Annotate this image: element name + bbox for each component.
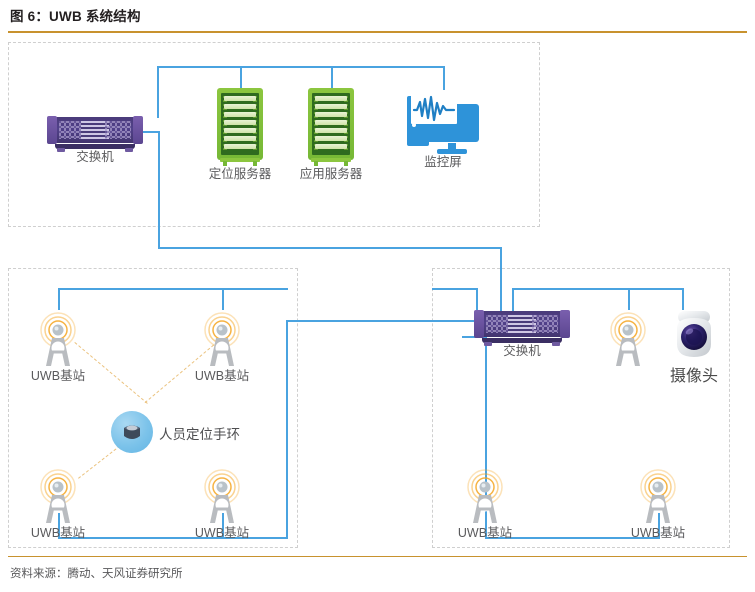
link-top-bus: [157, 66, 445, 68]
link-right-zone-switch-inport-a: [432, 288, 478, 290]
link-left-anchor-tl-riser: [58, 288, 60, 310]
link-switch-top-riser: [157, 66, 159, 118]
node-label-uwb-left-br: UWB基站: [194, 526, 250, 540]
network-switch-icon: [47, 115, 143, 152]
node-label-monitor: 监控屏: [424, 155, 462, 169]
uwb-anchor-icon: [194, 465, 250, 525]
node-monitor[interactable]: 监控屏: [388, 90, 498, 170]
node-uwb-left-tr[interactable]: UWB基站: [194, 308, 250, 384]
link-app-server-riser: [331, 66, 333, 90]
link-monitor-riser: [443, 66, 445, 90]
node-label-camera: 摄像头: [669, 368, 718, 385]
source-note: 资料来源：腾动、天风证券研究所: [10, 568, 183, 580]
server-rack-icon: [308, 88, 354, 166]
node-label-wristband: 人员定位手环: [159, 427, 240, 442]
monitor-screen-icon: [407, 90, 479, 154]
link-left-zone-to-switch: [286, 320, 476, 322]
link-left-zone-top-bus: [58, 288, 288, 290]
network-switch-icon: [474, 309, 570, 346]
uwb-anchor-icon: [30, 308, 86, 368]
link-right-anchor-top-riser: [628, 288, 630, 310]
node-switch-top[interactable]: 交换机: [25, 115, 165, 165]
link-camera-riser: [682, 288, 684, 310]
title-divider-rule: [8, 31, 747, 33]
node-uwb-right-br[interactable]: UWB基站: [630, 465, 686, 541]
node-label-switch-zone: 交换机: [503, 344, 541, 358]
link-left-anchor-bl-riser: [58, 513, 60, 537]
link-right-anchor-br-riser: [658, 513, 660, 537]
uwb-anchor-icon: [194, 308, 250, 368]
link-right-zone-left-riser: [485, 336, 487, 537]
waveform-icon: [412, 95, 456, 122]
link-trunk-riser-left: [158, 131, 160, 249]
uwb-anchor-icon: [457, 465, 513, 525]
link-left-anchor-tr-riser: [222, 288, 224, 310]
node-location-server[interactable]: 定位服务器: [180, 88, 300, 182]
node-label-uwb-left-tl: UWB基站: [30, 369, 86, 383]
uwb-anchor-icon: [30, 465, 86, 525]
link-left-zone-bottom-bus: [58, 537, 288, 539]
node-uwb-right-top[interactable]: [600, 308, 656, 368]
dome-camera-icon: [671, 310, 717, 362]
node-uwb-left-bl[interactable]: UWB基站: [30, 465, 86, 541]
node-label-location-server: 定位服务器: [208, 167, 272, 181]
node-app-server[interactable]: 应用服务器: [271, 88, 391, 182]
link-right-zone-bottom-bus: [485, 537, 660, 539]
link-right-zone-top-bus: [512, 288, 684, 290]
uwb-anchor-icon: [600, 308, 656, 368]
group-box-zone-left: [8, 268, 298, 548]
group-box-control-center: [8, 42, 540, 227]
group-box-zone-right: [432, 268, 730, 548]
node-label-uwb-right-br: UWB基站: [630, 526, 686, 540]
link-trunk-riser-right: [500, 247, 502, 324]
source-divider-rule: [8, 556, 747, 557]
node-label-uwb-right-bl: UWB基站: [457, 526, 513, 540]
server-rack-icon: [217, 88, 263, 166]
node-label-uwb-left-tr: UWB基站: [194, 369, 250, 383]
node-label-app-server: 应用服务器: [299, 167, 363, 181]
link-left-zone-right-riser: [286, 320, 288, 539]
node-label-uwb-left-bl: UWB基站: [30, 526, 86, 540]
node-uwb-right-bl[interactable]: UWB基站: [457, 465, 513, 541]
wristband-icon: [111, 411, 153, 453]
uwb-anchor-icon: [630, 465, 686, 525]
link-trunk-horizontal: [158, 247, 502, 249]
figure-title: 图 6：UWB 系统结构: [10, 9, 141, 24]
node-camera[interactable]: 摄像头: [659, 310, 729, 386]
link-loc-server-riser: [240, 66, 242, 90]
link-right-zone-switch-inport-a-drop: [476, 288, 478, 324]
link-left-anchor-br-riser: [222, 513, 224, 537]
node-wristband[interactable]: [111, 411, 153, 453]
node-label-switch-top: 交换机: [76, 150, 114, 164]
node-uwb-left-br[interactable]: UWB基站: [194, 465, 250, 541]
link-right-zone-bus-drop: [512, 288, 514, 322]
node-uwb-left-tl[interactable]: UWB基站: [30, 308, 86, 384]
node-switch-zone[interactable]: 交换机: [452, 309, 592, 359]
